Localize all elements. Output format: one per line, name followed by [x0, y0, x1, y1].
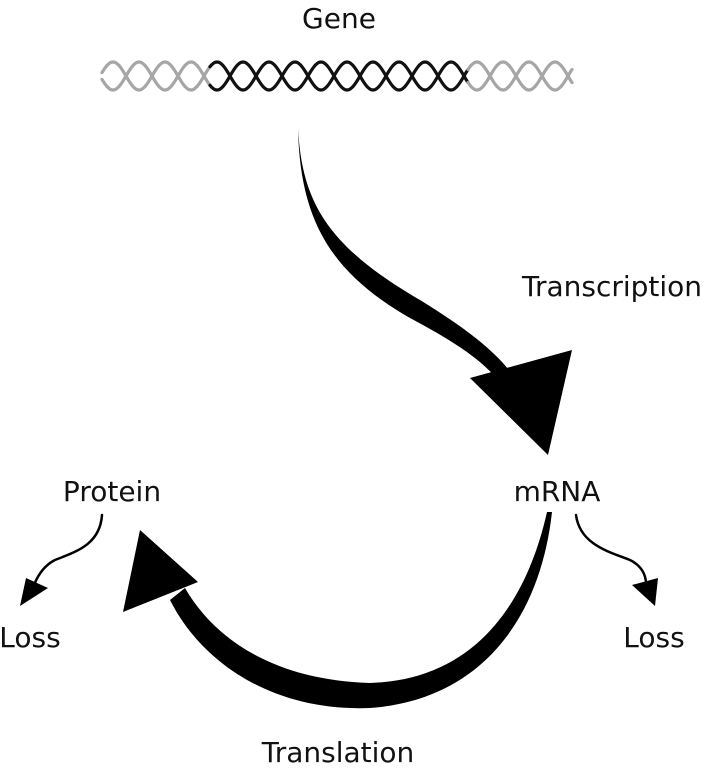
gene-label: Gene [302, 2, 376, 35]
mrna-loss-arrow-head [632, 578, 658, 606]
translation-label: Translation [261, 736, 415, 769]
transcription-arrow [298, 128, 572, 455]
mrna-label: mRNA [514, 475, 601, 508]
protein-loss-arrow-shaft [32, 513, 104, 587]
translation-arrow-shaft [170, 512, 552, 709]
helix-left-flank-strand-b [100, 60, 212, 92]
mrna-loss-arrow-shaft [574, 513, 648, 584]
gene-helix [100, 60, 574, 92]
transcription-arrow-shaft [298, 128, 525, 398]
helix-left-flank-strand-a [100, 60, 212, 92]
helix-coding-strand-a [208, 60, 470, 92]
transcription-arrow-head [470, 350, 572, 455]
protein-loss-label: Loss [0, 621, 61, 654]
translation-arrow-head [123, 530, 198, 612]
translation-arrow [123, 512, 552, 709]
protein-loss-arrow [20, 513, 104, 606]
mrna-loss-label: Loss [623, 621, 684, 654]
transcription-label: Transcription [521, 270, 702, 303]
helix-coding-strand-b [208, 60, 470, 92]
mrna-loss-arrow [574, 513, 658, 606]
protein-label: Protein [63, 475, 161, 508]
helix-right-flank-strand-b [466, 60, 574, 92]
protein-loss-arrow-head [20, 578, 48, 606]
helix-right-flank-strand-a [466, 60, 574, 92]
